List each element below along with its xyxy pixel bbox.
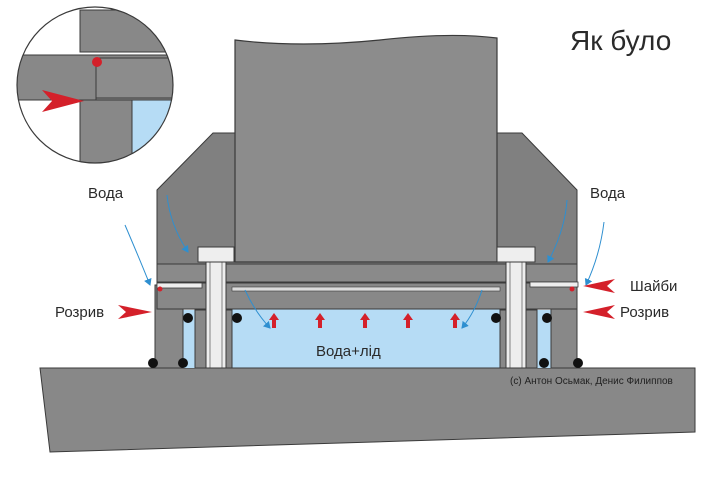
seal-dot-icon xyxy=(148,313,583,368)
label-water-ice: Вода+лід xyxy=(316,343,381,360)
zoom-inset xyxy=(16,6,174,164)
up-arrow-icon xyxy=(315,313,325,328)
right-bolt xyxy=(496,246,536,369)
left-bolt xyxy=(197,246,235,369)
leak-point-icon xyxy=(92,57,102,67)
pointer-arrow-icon xyxy=(42,90,84,112)
washer-right xyxy=(529,281,579,288)
up-arrow-icon xyxy=(403,313,413,328)
pointer-arrow-icon xyxy=(583,305,615,319)
label-washers: Шайби xyxy=(630,278,677,295)
ice-pressure-arrows xyxy=(269,313,460,328)
water-left-gap xyxy=(183,310,195,368)
main-block xyxy=(234,34,498,263)
leak-point-icon xyxy=(157,286,163,292)
up-arrow-icon xyxy=(269,313,279,328)
up-arrow-icon xyxy=(450,313,460,328)
leak-point-icon xyxy=(569,286,575,292)
washer-left xyxy=(156,282,203,289)
pointer-arrow-icon xyxy=(118,305,152,319)
pointer-arrow-icon xyxy=(583,279,615,293)
diagram-title: Як було xyxy=(570,25,671,56)
upper-flange-plate xyxy=(156,263,578,283)
label-water-left: Вода xyxy=(88,185,124,202)
label-water-right: Вода xyxy=(590,185,626,202)
label-rupture-right: Розрив xyxy=(620,304,669,321)
label-rupture-left: Розрив xyxy=(55,304,104,321)
up-arrow-icon xyxy=(360,313,370,328)
credit-line: (с) Антон Осьмак, Денис Филиппов xyxy=(510,376,673,387)
flange-gap xyxy=(231,286,501,292)
flow-arrow-icon xyxy=(124,194,605,329)
water-right-gap xyxy=(537,310,551,368)
